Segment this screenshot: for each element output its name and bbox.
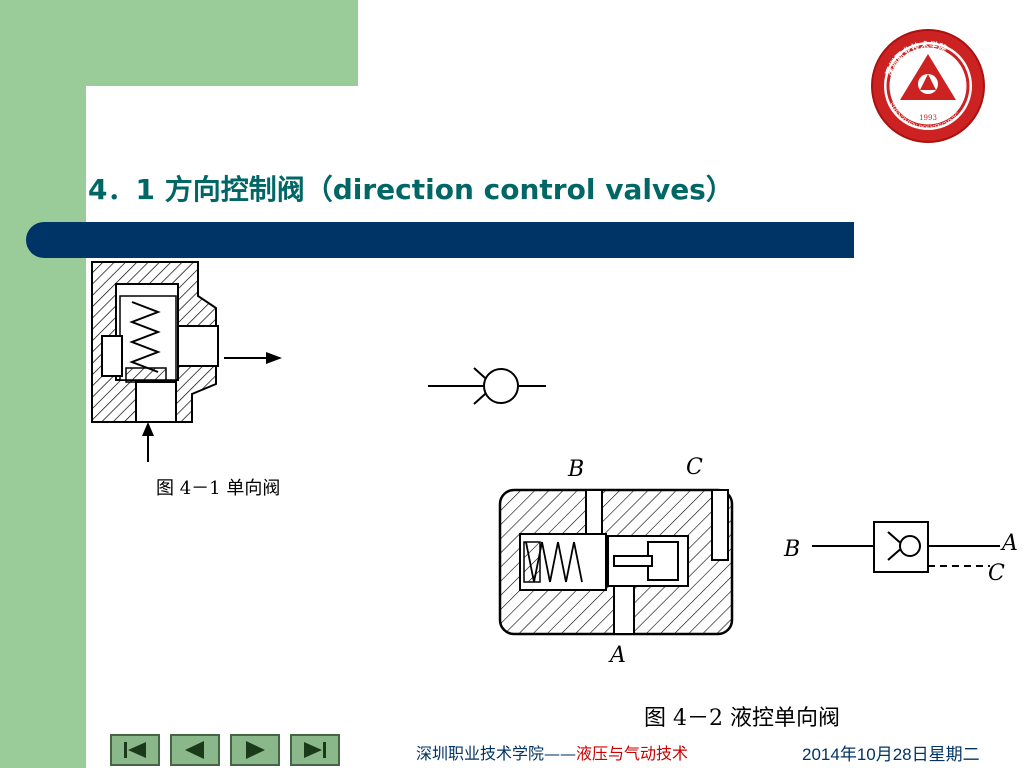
check-valve-symbol	[428, 367, 546, 405]
port-a-label: A	[608, 643, 626, 668]
port-c-label: C	[686, 455, 703, 480]
symbol-c-label: C	[988, 561, 1005, 586]
figure1-caption: 图 4－1 单向阀	[156, 478, 281, 499]
last-slide-button[interactable]	[290, 734, 340, 766]
skip-forward-icon	[304, 742, 326, 758]
triangle-right-icon	[246, 741, 265, 759]
slide-title: 4．1 方向控制阀（direction control valves）	[88, 173, 734, 206]
symbol-a-label: A	[1000, 531, 1018, 556]
check-valve-diagram	[91, 261, 282, 462]
pilot-check-valve-symbol: B A C	[783, 521, 1018, 586]
content-corner	[86, 86, 146, 146]
port-b-label: B	[567, 457, 584, 482]
next-slide-button[interactable]	[230, 734, 280, 766]
left-green-band	[0, 0, 86, 768]
title-underline-bar	[26, 222, 854, 258]
school-logo: 深圳职业技术学院 SHENZHEN POLYTECHNIC 1993	[871, 29, 985, 143]
footer-course-name: 液压与气动技术	[576, 744, 689, 763]
footer-school: 深圳职业技术学院——液压与气动技术	[416, 740, 688, 764]
skip-back-icon	[124, 742, 146, 758]
triangle-left-icon	[185, 741, 204, 759]
logo-year: 1993	[919, 114, 937, 122]
footer-school-name: 深圳职业技术学院——	[416, 744, 577, 763]
first-slide-button[interactable]	[110, 734, 160, 766]
symbol-b-label: B	[783, 537, 800, 562]
pilot-check-valve-diagram: B C A	[498, 455, 734, 668]
prev-slide-button[interactable]	[170, 734, 220, 766]
figure2-caption: 图 4－2 液控单向阀	[644, 706, 840, 731]
top-green-band	[86, 0, 358, 86]
footer-date: 2014年10月28日星期二	[802, 745, 980, 764]
